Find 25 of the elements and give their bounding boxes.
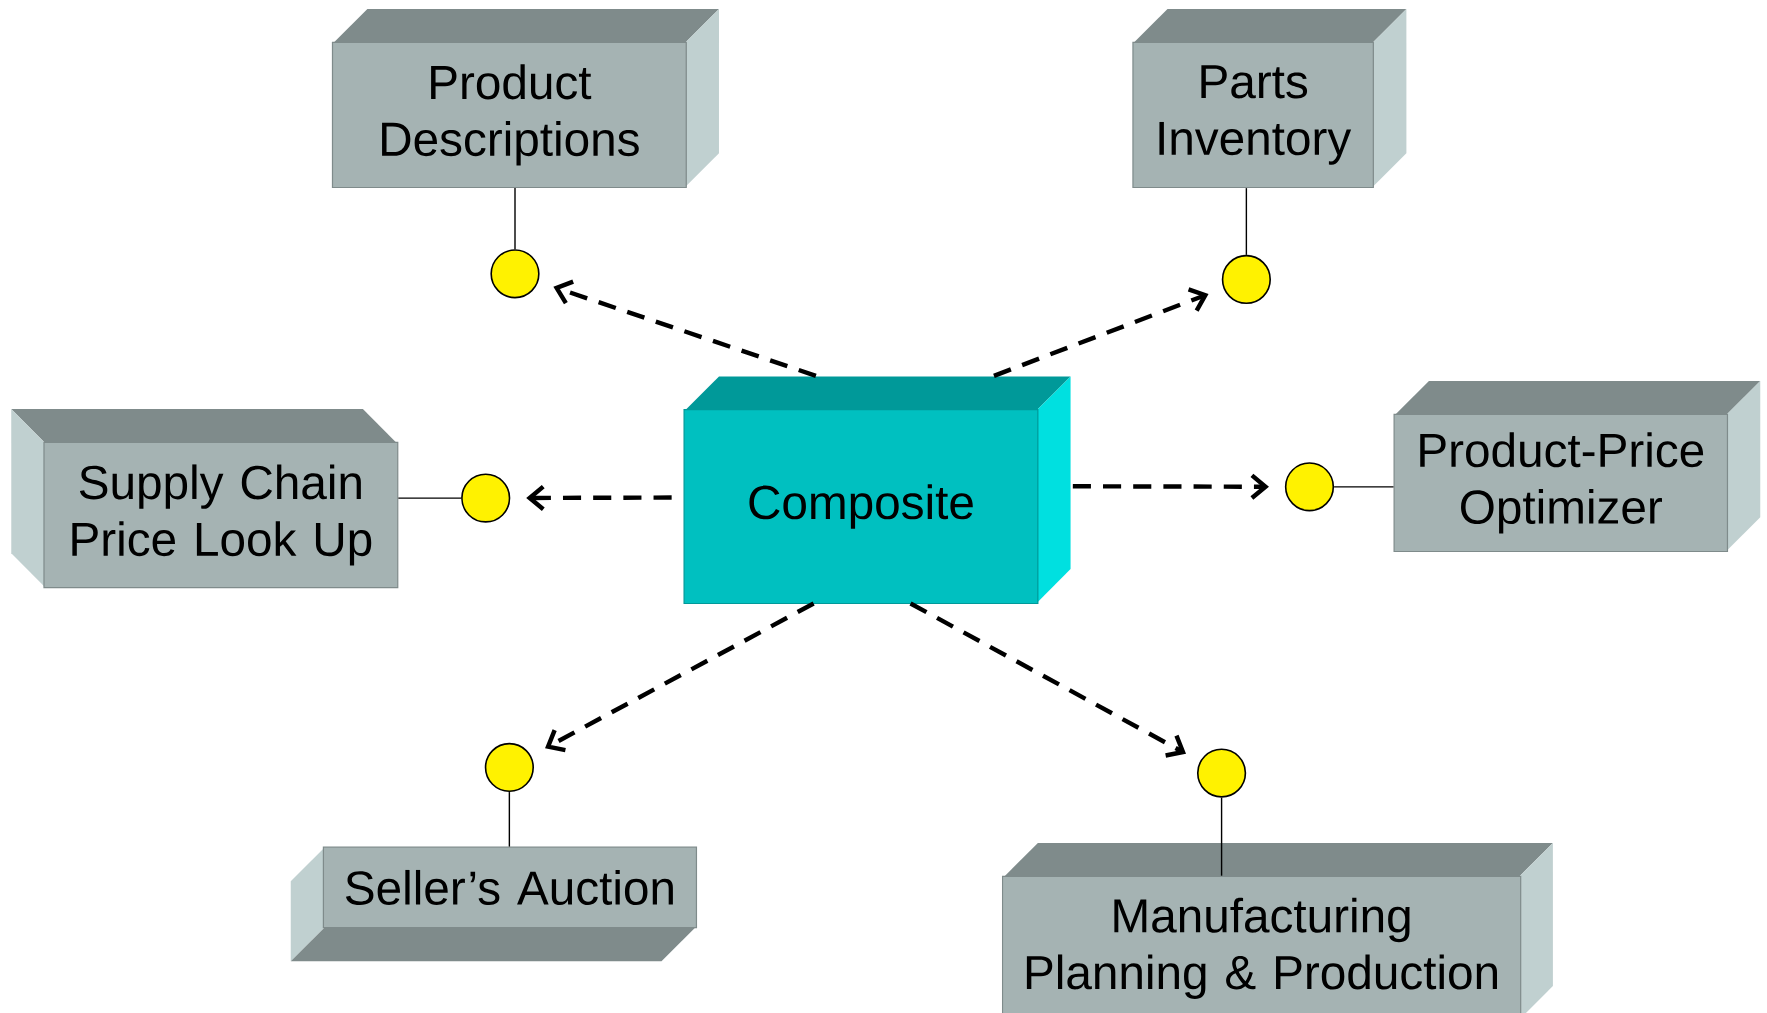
interface-circle <box>461 473 511 523</box>
connector-line <box>1333 486 1395 488</box>
interface-circle <box>484 742 534 792</box>
connector-line <box>1245 187 1248 256</box>
dashed-arrow <box>909 601 1187 758</box>
component-box: Product-Price Optimizer <box>1393 380 1761 553</box>
connector-line <box>1220 796 1223 877</box>
dashed-arrow <box>1072 473 1269 500</box>
dashed-arrow <box>526 484 672 511</box>
component-box: Product Descriptions <box>331 8 719 189</box>
interface-circle <box>1284 462 1335 512</box>
interface-circle <box>1196 748 1247 798</box>
component-box: Seller’s Auction <box>290 846 698 962</box>
connector-line <box>514 187 516 250</box>
component-box: Manufacturing Planning & Production <box>1001 842 1553 1013</box>
component-box: Supply Chain Price Look Up <box>11 409 399 589</box>
interface-circle <box>490 249 540 299</box>
dashed-arrow <box>993 287 1209 378</box>
interface-circle <box>1221 254 1271 305</box>
connector-line <box>397 497 462 499</box>
connector-line <box>508 791 511 848</box>
dashed-arrow <box>553 279 817 378</box>
dashed-arrow <box>545 601 815 753</box>
component-box: Parts Inventory <box>1132 8 1407 189</box>
component-box: Composite <box>683 376 1071 605</box>
